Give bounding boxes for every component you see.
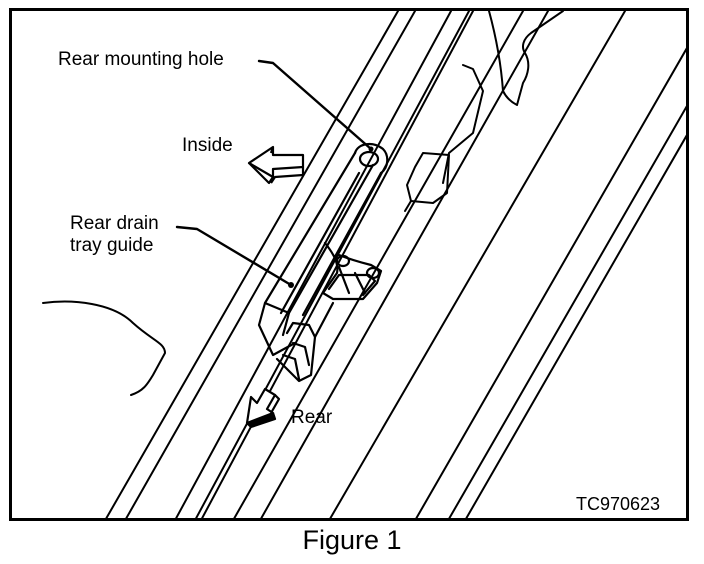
tray-guide xyxy=(257,143,389,383)
inside-arrow-icon xyxy=(247,145,305,185)
rear-label: Rear xyxy=(291,407,333,428)
upper-profile xyxy=(488,11,564,106)
rear-mounting-hole-label: Rear mounting hole xyxy=(58,49,224,70)
figure-caption: Figure 1 xyxy=(302,525,402,555)
leader-lines xyxy=(175,59,373,287)
rear-arrow-icon xyxy=(245,387,281,429)
figure-frame: Rear mounting hole Inside Rear drain tra… xyxy=(9,8,689,521)
rail-lines xyxy=(105,11,686,518)
figure-illustration xyxy=(42,11,686,518)
figure-code: TC970623 xyxy=(576,494,661,514)
rear-drain-tray-guide-label-line2: tray guide xyxy=(70,235,154,256)
rear-drain-tray-guide-label-line1: Rear drain xyxy=(70,213,159,234)
inside-label: Inside xyxy=(182,135,233,156)
left-panel xyxy=(42,300,166,396)
